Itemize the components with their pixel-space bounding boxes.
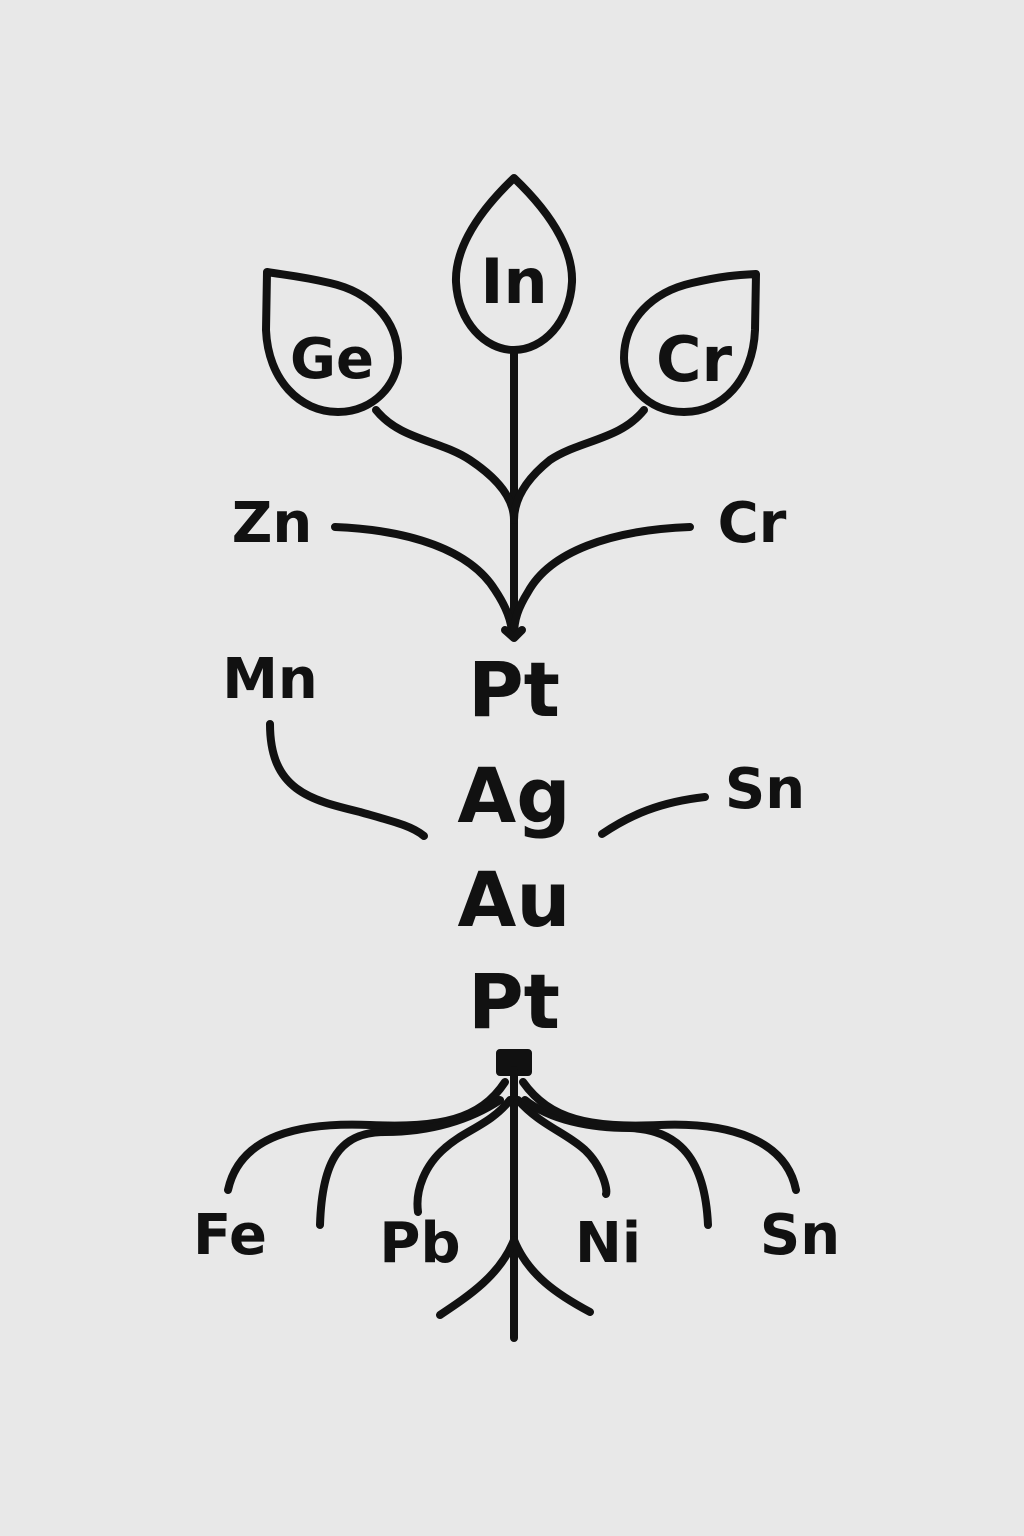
- branch-right: [510, 523, 694, 639]
- branch-label-cr: Cr: [717, 491, 787, 556]
- trunk-label-2: Ag: [457, 751, 571, 840]
- leaf-label-in: In: [480, 245, 548, 318]
- root-label-ni: Ni: [574, 1211, 642, 1276]
- trunk-label-3: Au: [457, 855, 571, 944]
- root-tip-left: [436, 1236, 518, 1319]
- side-label-sn: Sn: [724, 757, 806, 822]
- root-far-right: [519, 1078, 800, 1194]
- stem-left: [372, 406, 518, 524]
- root-right: [521, 1096, 712, 1229]
- root-label-fe: Fe: [193, 1203, 267, 1268]
- root-mid-right: [514, 1096, 611, 1198]
- stem-right: [510, 406, 648, 524]
- root-tip-right: [510, 1236, 594, 1316]
- root-left: [316, 1096, 504, 1229]
- side-label-mn: Mn: [222, 647, 318, 712]
- connector-mn: [266, 720, 428, 840]
- trunk-label-1: Pt: [467, 645, 561, 734]
- root-mid-left: [413, 1096, 514, 1216]
- root-label-pb: Pb: [379, 1211, 461, 1276]
- connector-sn: [598, 793, 709, 838]
- branch-label-zn: Zn: [231, 491, 313, 556]
- leaf-label-cr: Cr: [655, 323, 733, 396]
- trunk-base: [501, 626, 526, 642]
- root-label-sn: Sn: [759, 1203, 841, 1268]
- branch-left: [331, 523, 516, 639]
- leaf-label-ge: Ge: [290, 327, 374, 392]
- root-node: [496, 1049, 532, 1076]
- leaf-right-outline: [620, 270, 760, 416]
- trunk-label-4: Pt: [467, 957, 561, 1046]
- leaf-left-outline: [262, 268, 402, 416]
